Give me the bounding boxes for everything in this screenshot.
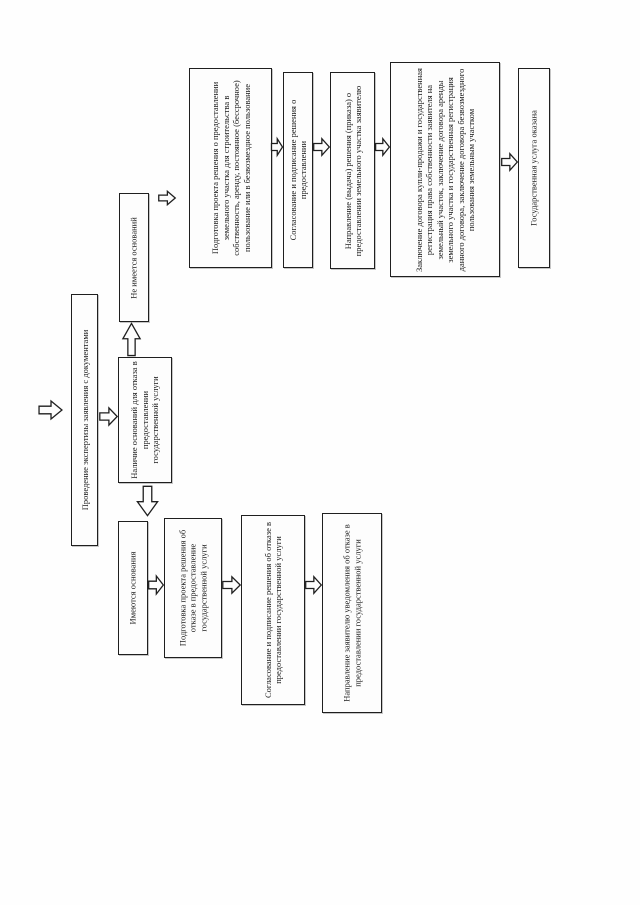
node-no-grounds: Не имеется оснований: [119, 193, 149, 322]
node-label: Направление заявителю уведомления об отк…: [341, 524, 363, 702]
node-conclude-contracts: Заключение договора купли-продажи и госу…: [390, 62, 500, 277]
flow-arrow-right-icon: [313, 136, 330, 158]
node-service-provided: Государственная услуга оказана: [518, 68, 550, 268]
node-label: Проведение экспертизы заявления с докуме…: [79, 329, 90, 511]
node-approve-sign-refusal: Согласование и подписание решения об отк…: [241, 515, 305, 705]
flow-arrow-right-icon: [501, 151, 518, 173]
flow-arrow-right-icon: [375, 136, 390, 158]
node-label: Направление (выдача) решения (приказа) о…: [342, 85, 363, 256]
node-label: Подготовка проекта решения о предоставле…: [209, 80, 252, 256]
node-label: Заключение договора купли-продажи и госу…: [413, 67, 477, 272]
node-prepare-provision-draft: Подготовка проекта решения о предоставле…: [189, 68, 272, 268]
node-label: Государственная услуга оказана: [528, 110, 539, 226]
flow-arrow-right-icon: [305, 574, 322, 596]
flow-arrow-right-icon: [148, 573, 164, 597]
node-label: Имеются основания: [127, 551, 138, 625]
flow-arrow-up-icon: [120, 322, 143, 357]
flow-arrow-right-icon: [271, 136, 283, 158]
node-conduct-examination: Проведение экспертизы заявления с докуме…: [71, 294, 98, 546]
flow-arrow-right-icon: [38, 398, 63, 422]
flow-arrow-down-icon: [134, 485, 161, 517]
node-label: Согласование и подписание решения об отк…: [262, 521, 284, 699]
flow-arrow-right-icon: [158, 189, 176, 207]
node-send-refusal-notice: Направление заявителю уведомления об отк…: [322, 513, 382, 713]
node-grounds-check: Наличие оснований для отказа в предостав…: [118, 357, 172, 483]
node-label: Не имеется оснований: [128, 216, 139, 299]
node-label: Наличие оснований для отказа в предостав…: [129, 361, 161, 479]
flow-arrow-right-icon: [222, 574, 241, 596]
flow-arrow-right-icon: [99, 405, 118, 428]
node-approve-sign-provision: Согласование и подписание решения о пред…: [283, 72, 313, 268]
node-send-decision: Направление (выдача) решения (приказа) о…: [330, 72, 375, 269]
node-prepare-refusal-draft: Подготовка проекта решения об отказе в п…: [164, 518, 222, 658]
node-label: Согласование и подписание решения о пред…: [287, 99, 309, 241]
node-grounds-exist: Имеются основания: [118, 521, 148, 655]
node-label: Подготовка проекта решения об отказе в п…: [177, 529, 209, 647]
